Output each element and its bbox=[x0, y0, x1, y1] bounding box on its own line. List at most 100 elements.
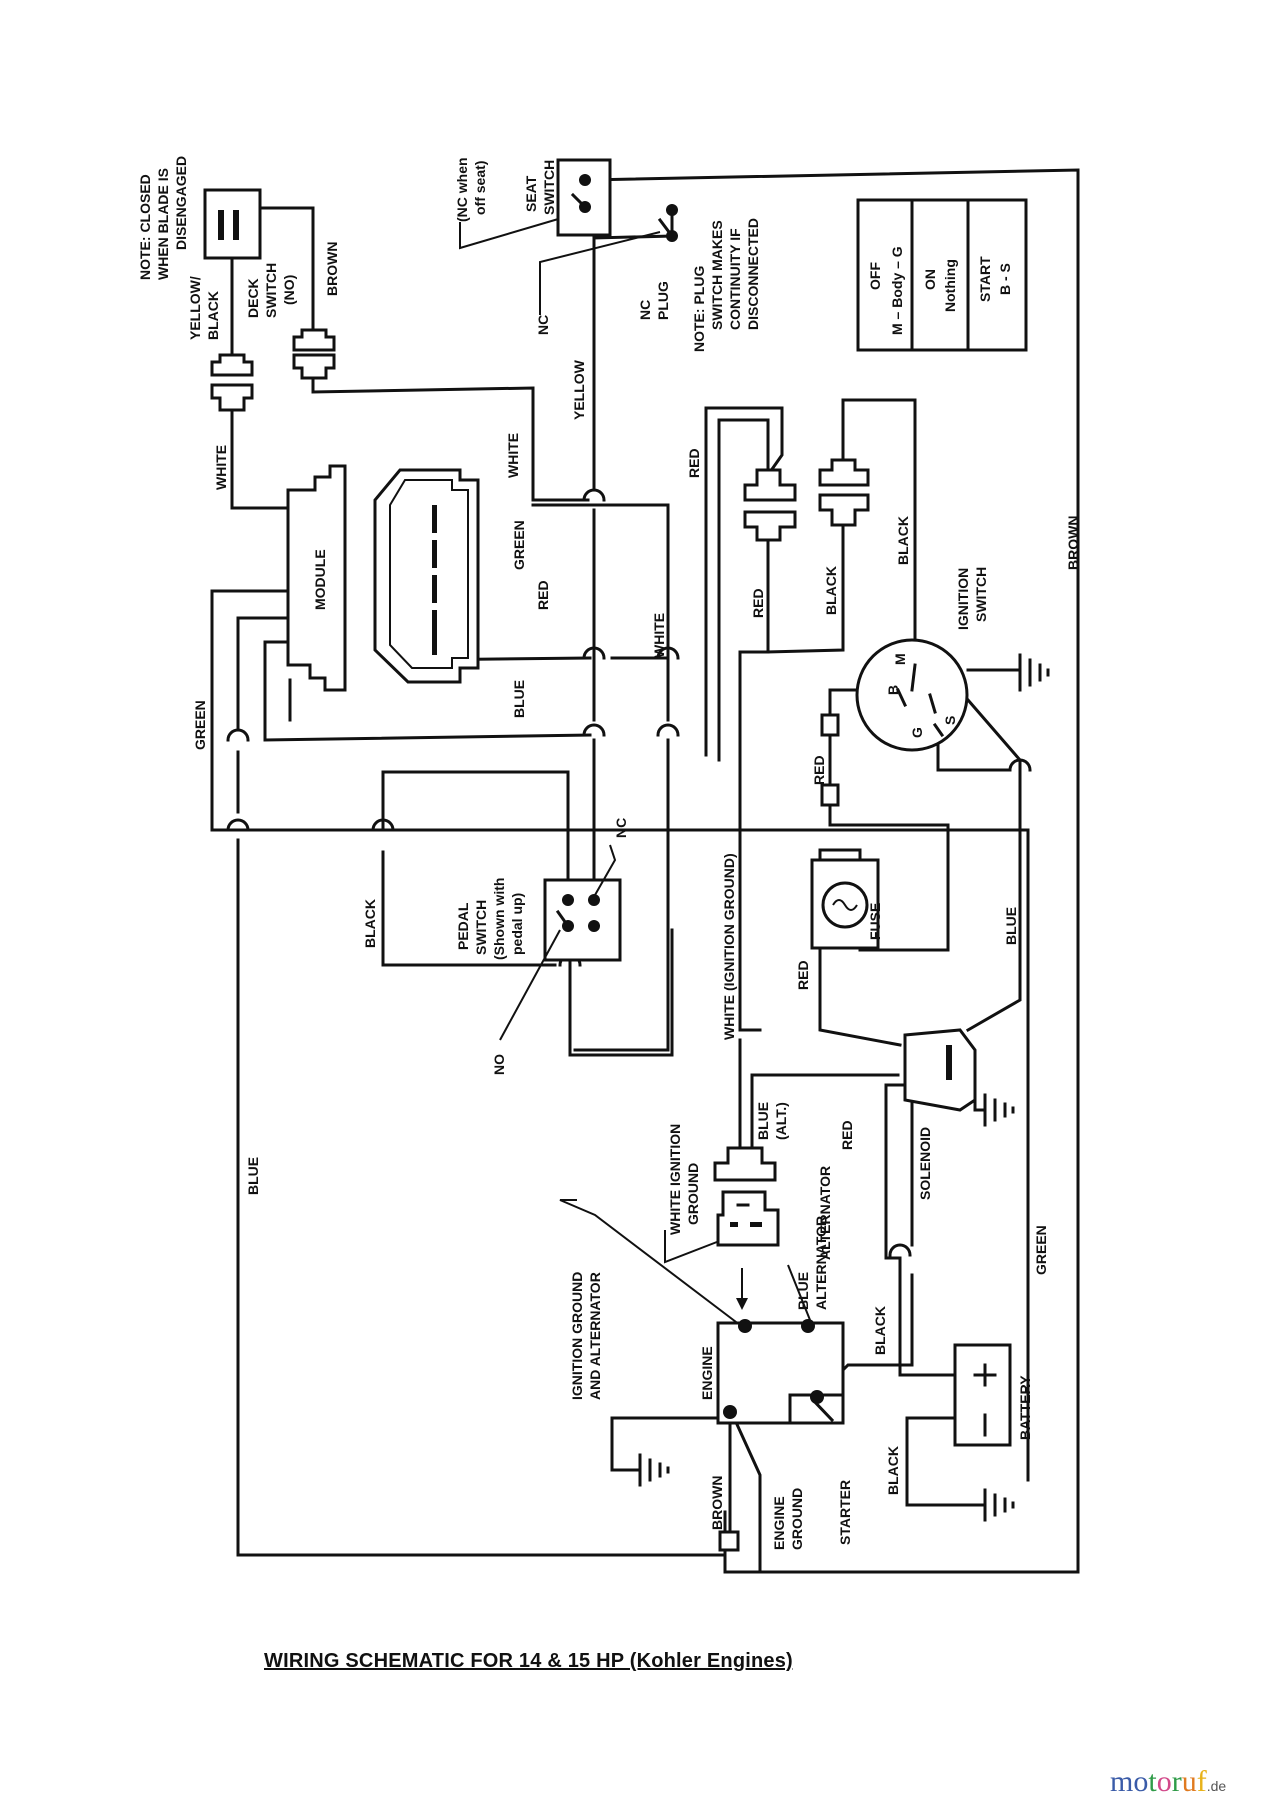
fuse bbox=[810, 858, 880, 950]
truth-table-start-contacts: B - S bbox=[997, 263, 1013, 295]
wire-black-ign bbox=[841, 398, 917, 667]
label-engine-ground-1: ENGINE bbox=[771, 1496, 787, 1550]
truth-table-start: START bbox=[977, 256, 993, 302]
watermark-logo: motoruf.de bbox=[1110, 1765, 1226, 1799]
labels: NOTE: CLOSED WHEN BLADE IS DISENGAGED YE… bbox=[137, 156, 1081, 1550]
label-battery: BATTERY bbox=[1017, 1375, 1033, 1440]
wire-nc-lead bbox=[539, 231, 661, 315]
watermark-letter: f bbox=[1196, 1765, 1207, 1798]
engine bbox=[716, 1319, 845, 1425]
label-white-ign-1: WHITE IGNITION bbox=[667, 1124, 683, 1235]
note-seat-nc-1: (NC when bbox=[454, 157, 470, 222]
wire-white-ign-lead bbox=[664, 1230, 736, 1264]
crossover bbox=[582, 723, 606, 737]
label-yellow: YELLOW bbox=[571, 359, 587, 420]
note-plug-line3: CONTINUITY IF bbox=[727, 228, 743, 330]
wire-blue-alt bbox=[750, 1073, 900, 1152]
label-nc-pedal: NC bbox=[613, 818, 629, 838]
truth-table-off: OFF bbox=[867, 262, 883, 290]
wire-module-3 bbox=[263, 640, 592, 742]
note-plug-line1: NOTE: PLUG bbox=[691, 266, 707, 352]
wire-engine-ground bbox=[610, 1416, 727, 1472]
wire-blue-alt-lead bbox=[787, 1264, 811, 1321]
wire-green-left bbox=[210, 589, 290, 832]
label-green-connector: GREEN bbox=[511, 520, 527, 570]
label-black-conn: BLACK bbox=[823, 566, 839, 615]
label-brown-bottom: BROWN bbox=[709, 1476, 725, 1530]
note-plug-line4: DISCONNECTED bbox=[745, 218, 761, 330]
splices bbox=[718, 713, 840, 1552]
note-deck-line2: WHEN BLADE IS bbox=[155, 168, 171, 280]
wire-black-pedal-loop bbox=[381, 770, 570, 892]
ign-terminal-g: G bbox=[909, 727, 925, 738]
label-engine: ENGINE bbox=[699, 1346, 715, 1400]
label-white-connector: WHITE bbox=[505, 433, 521, 478]
ground-icon bbox=[983, 1093, 1015, 1127]
deck-switch bbox=[203, 188, 262, 260]
label-ignition-switch-1: IGNITION bbox=[955, 568, 971, 630]
label-module: MODULE bbox=[312, 549, 328, 610]
label-nc-plug-2: PLUG bbox=[655, 281, 671, 320]
watermark-letter: m bbox=[1110, 1765, 1134, 1798]
ign-terminal-m: M bbox=[892, 653, 908, 665]
crossover bbox=[226, 818, 250, 832]
label-red-fuse: RED bbox=[795, 960, 811, 990]
label-black-ign: BLACK bbox=[895, 516, 911, 565]
label-red-connector: RED bbox=[535, 580, 551, 610]
crossover bbox=[656, 723, 680, 737]
label-yellow-black-1: YELLOW/ bbox=[187, 276, 203, 340]
module-connector bbox=[373, 468, 480, 684]
label-black-batt: BLACK bbox=[885, 1446, 901, 1495]
label-blue-alt-1: BLUE bbox=[755, 1102, 771, 1140]
wire-engine-ground-lead bbox=[733, 1418, 762, 1572]
note-plug-line2: SWITCH MAKES bbox=[709, 220, 725, 330]
crossover bbox=[582, 488, 606, 502]
label-red-ign: RED bbox=[811, 755, 827, 785]
ground-icon bbox=[1018, 653, 1050, 692]
label-green-left: GREEN bbox=[192, 700, 208, 750]
crossover bbox=[888, 1243, 912, 1257]
wire-red-conn bbox=[738, 538, 770, 1032]
wire-ign-red-fuse bbox=[828, 806, 950, 952]
label-seat-switch-2: SWITCH bbox=[541, 160, 557, 215]
solenoid bbox=[903, 1028, 977, 1112]
watermark-letter: t bbox=[1148, 1765, 1157, 1798]
pedal-switch bbox=[499, 844, 622, 1041]
label-solenoid: SOLENOID bbox=[917, 1127, 933, 1200]
battery bbox=[953, 1343, 1012, 1447]
watermark-letter: r bbox=[1171, 1765, 1182, 1798]
module bbox=[286, 464, 347, 692]
label-fuse: FUSE bbox=[867, 903, 883, 940]
label-red-sol: RED bbox=[839, 1120, 855, 1150]
ground-symbols bbox=[638, 653, 1050, 1522]
ignition-truth-table bbox=[856, 198, 1028, 352]
ground-icon bbox=[638, 1453, 670, 1487]
label-blue-right: BLUE bbox=[1003, 907, 1019, 945]
label-blue-alternator-1: BLUE bbox=[795, 1272, 811, 1310]
ignition-switch bbox=[855, 638, 969, 752]
label-white-mid: WHITE bbox=[651, 613, 667, 658]
label-pedal-switch-2: SWITCH bbox=[473, 900, 489, 955]
label-deck-switch-2: SWITCH bbox=[263, 263, 279, 318]
label-ign-ground-alt-2: AND ALTERNATOR bbox=[587, 1272, 603, 1400]
label-blue-alternator-2: ALTERNATOR bbox=[813, 1216, 829, 1310]
label-nc-plug-1: NC bbox=[637, 300, 653, 320]
wire-white-mid bbox=[531, 503, 670, 1052]
wire-top-bus bbox=[586, 168, 1080, 1574]
label-black-starter: BLACK bbox=[872, 1306, 888, 1355]
label-ign-ground-alt-1: IGNITION GROUND bbox=[569, 1272, 585, 1400]
wire-ign-ground-arrow bbox=[559, 1199, 741, 1326]
label-alternator: ALTERNATOR bbox=[817, 1166, 833, 1260]
ground-icon bbox=[983, 1488, 1015, 1522]
label-pedal-switch-3: (Shown with bbox=[491, 878, 507, 960]
crossover bbox=[1008, 758, 1032, 772]
label-white-ign-2: GROUND bbox=[685, 1163, 701, 1225]
label-green-bottom: GREEN bbox=[1033, 1225, 1049, 1275]
label-red-top: RED bbox=[686, 448, 702, 478]
crossover bbox=[371, 818, 395, 832]
label-starter: STARTER bbox=[837, 1480, 853, 1545]
wire-deck-brown-lower bbox=[311, 366, 590, 502]
wire-pedal-bottom bbox=[568, 928, 674, 1057]
label-pedal-switch-4: pedal up) bbox=[509, 893, 525, 955]
